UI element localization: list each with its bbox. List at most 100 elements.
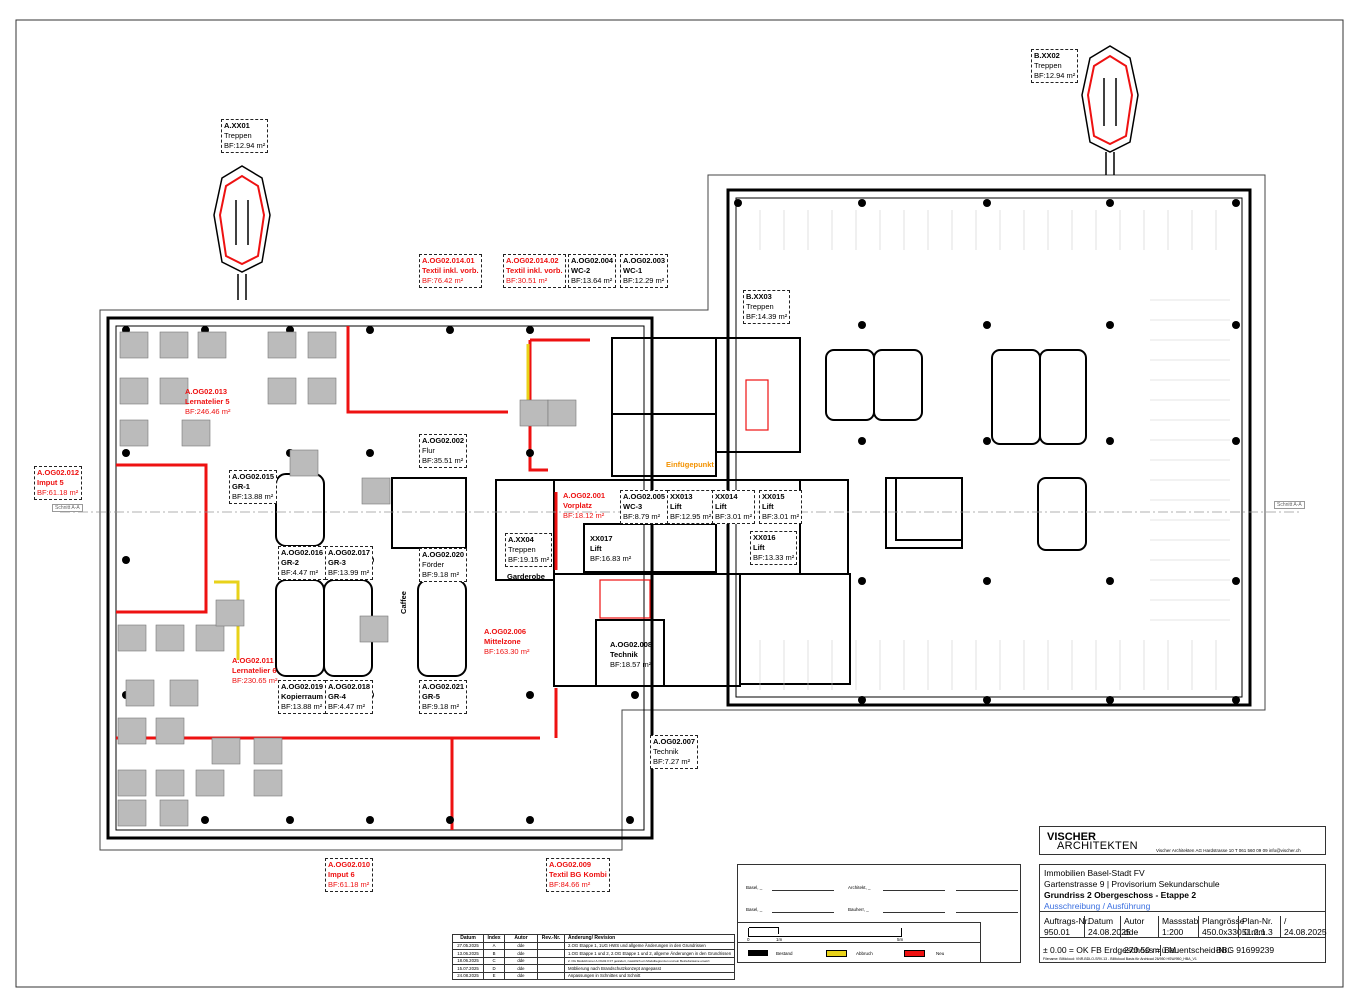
room-name: Textil inkl. vorb. <box>422 266 479 275</box>
room-area: BF:18.57 m² <box>610 660 652 669</box>
column <box>366 449 374 457</box>
desk-group <box>519 399 549 427</box>
column <box>983 577 991 585</box>
room-area: BF:163.30 m² <box>484 647 530 656</box>
field-value: / 24.08.2025 <box>1284 916 1327 937</box>
room-area: BF:8.79 m² <box>623 512 661 521</box>
room-name: GR-4 <box>328 692 346 701</box>
room-name: WC-2 <box>571 266 591 275</box>
permit-label: Bauentscheid-Nr.: <box>1160 945 1232 956</box>
desk-group <box>547 399 577 427</box>
room-area: BF:13.64 m² <box>571 276 613 285</box>
legend-label: Abbruch <box>856 951 873 956</box>
cell: 18.06.2025 <box>452 956 484 965</box>
cell: dde <box>504 964 538 973</box>
desk-group <box>159 799 189 827</box>
phase: Ausschreibung / Ausführung <box>1044 901 1151 911</box>
signature-bauherr: Bauherr, _ <box>848 907 869 912</box>
cell: C <box>483 956 505 965</box>
desk-group <box>155 769 185 797</box>
room-name: GR-5 <box>422 692 440 701</box>
section-marker-left: Schnitt A-A <box>52 504 83 512</box>
room-area: BF:9.18 m² <box>422 702 460 711</box>
column <box>858 199 866 207</box>
legend-swatch-existing <box>748 950 768 956</box>
room-area: BF:12.94 m² <box>224 141 266 150</box>
client-name: Immobilien Basel-Stadt FV <box>1044 868 1145 878</box>
desk-group <box>267 377 297 405</box>
room-id: A.OG02.011 <box>232 656 274 665</box>
room-area: BF:7.27 m² <box>653 757 691 766</box>
field-label: Plan-Nr. <box>1242 916 1273 926</box>
signature-legend-block: Basel, _ Architekt, _ Basel, _ Bauherr, … <box>737 864 1021 963</box>
room-area: BF:12.94 m² <box>1034 71 1076 80</box>
field-label: Plangrösse <box>1202 916 1245 926</box>
cell <box>537 941 565 950</box>
desk-group <box>125 679 155 707</box>
field-value: 51.2.1.3 <box>1242 927 1273 937</box>
column <box>1106 437 1114 445</box>
firm-address: Vischer Architekten AG Hardstrasse 10 T … <box>1156 848 1301 853</box>
column <box>526 816 534 824</box>
room-name: Flur <box>422 446 435 455</box>
room-name: GR-1 <box>232 482 250 491</box>
room-name: Vorplatz <box>563 501 593 510</box>
col-header: Änderung/ Revision <box>563 934 736 943</box>
legend-label: Bestand <box>776 951 793 956</box>
column <box>1106 577 1114 585</box>
column <box>858 577 866 585</box>
room-id: A.OG02.012 <box>37 468 80 477</box>
room-id: A.OG02.006 <box>484 627 527 636</box>
room-name: Kopierraum <box>281 692 324 701</box>
sheet-border <box>15 19 1344 988</box>
scale-tick: 0 <box>747 937 750 942</box>
field-label: Auftrags-Nr. <box>1044 916 1090 926</box>
room-name: Treppen <box>508 545 536 554</box>
room-name: Lift <box>670 502 682 511</box>
room-name: Lift <box>715 502 727 511</box>
column <box>446 816 454 824</box>
room-id: A.OG02.020 <box>422 550 465 559</box>
room-area: BF:30.51 m² <box>506 276 548 285</box>
room-id: A.OG02.005 <box>623 492 666 501</box>
desk-group <box>155 717 185 745</box>
revision-table: Datum Index Autor Rev.-Nr. Änderung/ Rev… <box>452 934 736 980</box>
stairs-core <box>599 379 769 619</box>
desk-group <box>181 419 211 447</box>
signature-basel-2: Basel, _ <box>746 907 763 912</box>
column <box>858 321 866 329</box>
column <box>366 326 374 334</box>
